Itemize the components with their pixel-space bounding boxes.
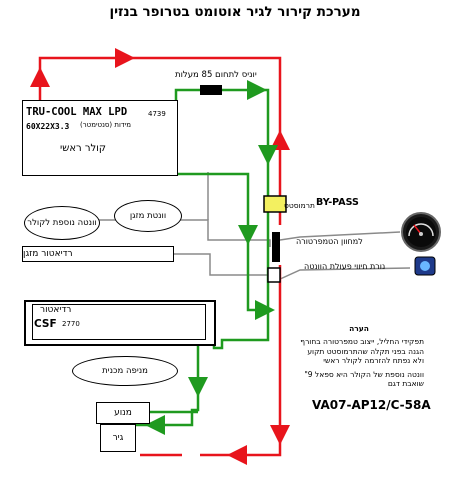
csf-radiator-inner — [32, 304, 206, 340]
main-cooler-box — [22, 100, 178, 176]
main-cooler-label: קולר ראשי — [60, 143, 106, 154]
note-block: הערה תפקידי החליל, ייצוב טמפרטורה בחורף … — [294, 324, 424, 392]
cooler-dimensions: 60X22X3.3 — [26, 122, 70, 131]
note-text-1: תפקידי החליל, ייצוב טמפרטורה בחורף הגנה … — [300, 337, 424, 366]
note-title: הערה — [349, 324, 369, 333]
ac-radiator: רדיאטור מזגן — [22, 246, 174, 262]
cooler-model-number: 4739 — [148, 110, 166, 118]
fan-model-code: VA07-AP12/C-58A — [312, 398, 431, 412]
cooler-dimensions-label: מידות (סנטימטר) — [80, 121, 132, 129]
csf-radiator-number: 2770 — [62, 320, 80, 328]
note-text-2: וונטה נוספת של הקולר היא ספאל 9" שואבת ד… — [304, 369, 424, 388]
csf-radiator-name: CSF — [34, 318, 57, 330]
bypass-thermostat — [263, 195, 287, 213]
temp-sensor-label: למחוון הטמפרטורה — [296, 237, 363, 246]
fan-light-label: נורת חיווי פעולת הוונטה — [304, 262, 386, 271]
csf-radiator-label: רדיאטור — [40, 305, 72, 315]
thermostat-85-valve — [200, 85, 222, 95]
ac-fan-ellipse: וונטת מזגן — [114, 200, 182, 232]
temp-sensor — [272, 232, 280, 262]
engine-box: מנוע — [96, 402, 150, 424]
csf-radiator-outer — [24, 300, 216, 346]
hot-flow-line — [30, 48, 290, 465]
temperature-gauge-icon — [401, 212, 441, 252]
thermostat-85-label: יוניס לתחום 85 מעלות — [175, 70, 257, 80]
bypass-name-label: BY-PASS — [316, 197, 359, 208]
bypass-hebrew-label: תרמוסטט — [284, 201, 315, 210]
mechanical-fan-ellipse: מניפה מכנית — [72, 356, 178, 386]
fan-indicator-lamp-icon — [414, 256, 436, 276]
fan-switch — [267, 267, 281, 283]
wiring-lines — [98, 172, 411, 281]
extra-fan-ellipse: וונטה נוספת לקולר — [24, 206, 100, 240]
diagram-title: מערכת קירור לגיר אוטומט בטרופר בנזין — [109, 4, 361, 20]
gear-box: גיר — [100, 424, 136, 452]
cooler-model-name: TRU-COOL MAX LPD — [26, 106, 128, 118]
